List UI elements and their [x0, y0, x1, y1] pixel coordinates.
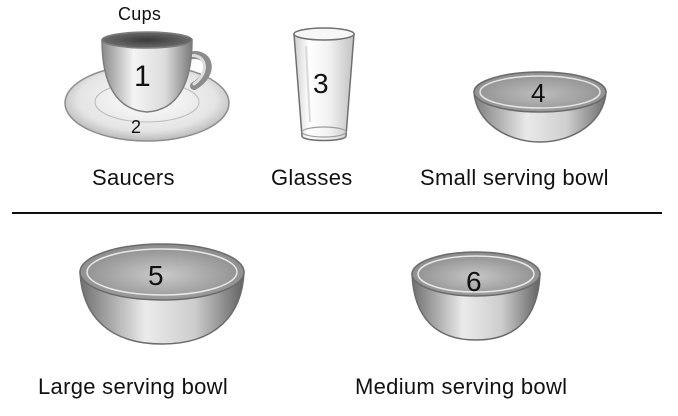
medium-bowl-number: 6: [466, 266, 482, 297]
large-bowl-number: 5: [148, 260, 164, 291]
large-bowl-label: Large serving bowl: [38, 374, 229, 399]
small-bowl-label: Small serving bowl: [420, 165, 609, 190]
cups-label: Cups: [118, 4, 162, 24]
glass-number: 3: [313, 68, 329, 99]
saucers-label: Saucers: [92, 165, 175, 190]
medium-bowl-label: Medium serving bowl: [355, 374, 568, 399]
cup-number: 1: [134, 60, 151, 93]
glasses-label: Glasses: [271, 165, 353, 190]
small-bowl-number: 4: [531, 78, 546, 108]
large-bowl-image: [79, 243, 245, 345]
cup-opening: [101, 31, 193, 49]
cup-body: [101, 39, 193, 113]
glass-image: [293, 27, 355, 142]
large-bowl-rim: [79, 243, 245, 301]
section-divider: [12, 212, 662, 214]
saucer-number: 2: [131, 117, 142, 137]
medium-bowl-image: [411, 251, 541, 341]
medium-bowl-rim: [411, 251, 541, 297]
small-bowl-image: [473, 71, 607, 143]
small-bowl-rim: [473, 71, 607, 113]
cup-and-saucer-image: [64, 31, 230, 142]
